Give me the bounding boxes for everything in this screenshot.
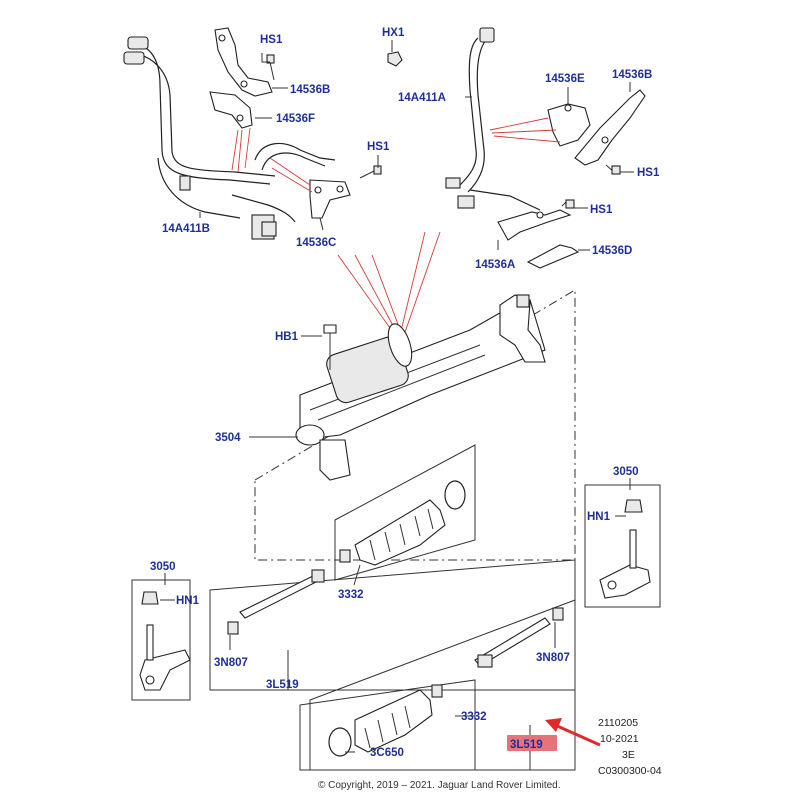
bracket-14536f <box>209 91 253 129</box>
part-highlight-box <box>507 735 557 751</box>
meta-ref: C0300300-04 <box>598 765 662 777</box>
label-3l519-highlight: 3L519 <box>510 739 543 751</box>
inner-tie-rod-3l519-left <box>209 559 576 691</box>
boot-3332-lower <box>299 679 476 771</box>
meta-rev: 3E <box>622 749 635 761</box>
red-leader-lines-center <box>337 231 441 336</box>
red-leader-lines-left <box>231 127 313 193</box>
label-hn1-left: HN1 <box>176 595 200 607</box>
meta-date: 10-2021 <box>600 733 639 745</box>
bracket-14536a <box>497 199 575 241</box>
label-hs1-right-mid: HS1 <box>590 204 613 216</box>
diagram-meta: 2110205 10-2021 3E C0300300-04 <box>598 717 662 777</box>
highlight-arrow <box>545 718 601 747</box>
label-3n807-right: 3N807 <box>536 652 570 664</box>
boot-3332-upper <box>334 444 476 581</box>
label-3050-left: 3050 <box>150 561 176 573</box>
label-3504: 3504 <box>215 432 241 444</box>
inner-tie-rod-3l519-right <box>309 599 576 771</box>
label-3050-right: 3050 <box>613 466 639 478</box>
wiring-harness-14a411a <box>445 27 541 211</box>
tie-rod-end-3050-right <box>584 484 661 608</box>
label-3l519-left: 3L519 <box>266 679 299 691</box>
label-hn1-right: HN1 <box>587 511 611 523</box>
label-hs1-mid: HS1 <box>367 141 390 153</box>
label-14536b-left: 14536B <box>290 84 330 96</box>
label-14536e: 14536E <box>545 73 585 85</box>
bracket-14536b-left <box>214 27 275 97</box>
label-14a411a: 14A411A <box>398 92 446 104</box>
label-hs1-right-top: HS1 <box>637 167 660 179</box>
harness-14536c <box>254 142 382 219</box>
part-labels: HS1 HX1 14536B 14536F 14A411A 14536E 145… <box>150 27 660 759</box>
label-14536c: 14536C <box>296 237 336 249</box>
bracket-14536b-right <box>574 89 646 175</box>
tie-rod-end-3050-left <box>131 579 191 701</box>
label-hb1: HB1 <box>275 331 299 343</box>
label-3n807-left: 3N807 <box>214 657 248 669</box>
label-3332-lower: 3332 <box>461 711 487 723</box>
label-14536d: 14536D <box>592 245 632 257</box>
label-14a411b: 14A411B <box>162 223 210 235</box>
meta-code: 2110205 <box>598 717 638 729</box>
label-hx1: HX1 <box>382 27 405 39</box>
copyright-notice: © Copyright, 2019 – 2021. Jaguar Land Ro… <box>318 780 561 791</box>
label-14536f: 14536F <box>276 113 315 125</box>
fastener-hx1 <box>387 51 403 67</box>
label-hs1-top: HS1 <box>260 34 283 46</box>
label-14536a: 14536A <box>475 259 515 271</box>
steering-gear-3504 <box>254 289 576 561</box>
wiring-harness-14a411b <box>123 36 296 240</box>
red-leader-lines-right <box>489 117 561 143</box>
label-14536b-right: 14536B <box>612 69 652 81</box>
label-3332-upper: 3332 <box>338 589 364 601</box>
bracket-14536e <box>547 103 591 147</box>
label-3c650: 3C650 <box>370 747 404 759</box>
bracket-14536d <box>526 244 580 269</box>
